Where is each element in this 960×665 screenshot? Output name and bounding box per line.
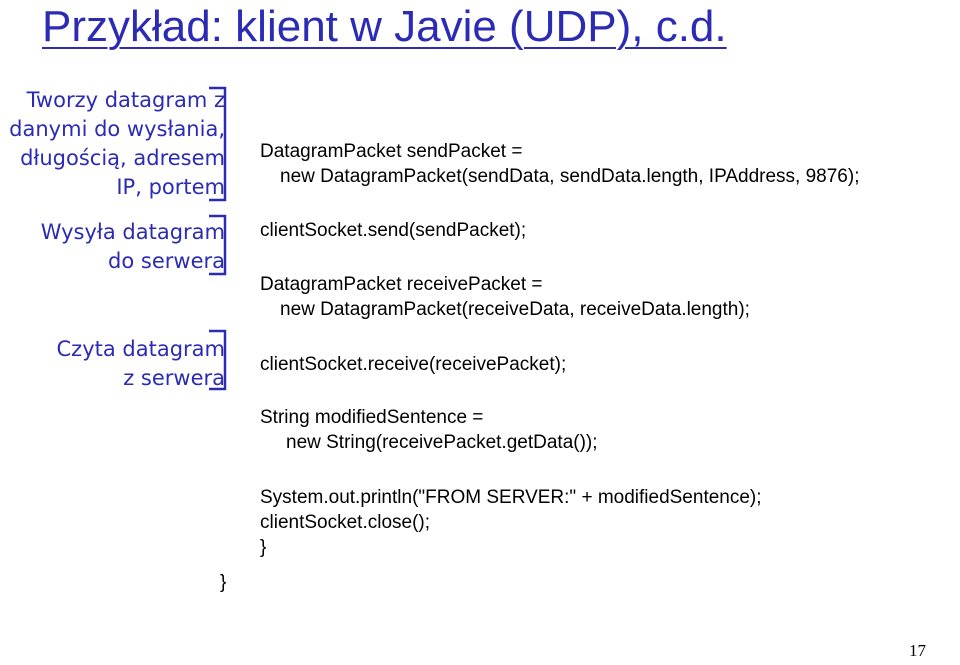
code-line: clientSocket.send(sendPacket); <box>260 220 527 241</box>
annotation-line: IP, portem <box>116 175 225 199</box>
code-block-modified-sentence: String modifiedSentence = new String(rec… <box>260 405 598 455</box>
slide-title: Przykład: klient w Javie (UDP), c.d. <box>42 2 727 51</box>
bracket-read-datagram <box>209 329 227 391</box>
annotation-read-datagram: Czyta datagram z serwera <box>0 335 225 393</box>
annotation-line: danymi do wysłania, <box>9 117 225 141</box>
page-number: 17 <box>909 641 926 660</box>
code-block-send-packet: DatagramPacket sendPacket = new Datagram… <box>260 139 859 189</box>
code-line: clientSocket.receive(receivePacket); <box>260 354 567 375</box>
code-line: DatagramPacket receivePacket = <box>260 274 543 295</box>
code-line: System.out.println("FROM SERVER:" + modi… <box>260 487 762 508</box>
annotation-line: Tworzy datagram z <box>26 88 225 112</box>
code-line: String modifiedSentence = <box>260 407 484 428</box>
annotation-create-datagram: Tworzy datagram z danymi do wysłania, dł… <box>0 86 225 202</box>
annotation-line: Wysyła datagram <box>40 220 225 244</box>
code-block-receive-packet: DatagramPacket receivePacket = new Datag… <box>260 272 750 322</box>
annotation-line: do serwera <box>108 249 225 273</box>
annotation-send-datagram: Wysyła datagram do serwera <box>0 218 225 276</box>
code-block-receive-call: clientSocket.receive(receivePacket); <box>260 352 566 377</box>
code-line: } <box>260 537 267 558</box>
code-line: new String(receivePacket.getData()); <box>286 432 598 453</box>
annotation-line: długością, adresem <box>20 146 225 170</box>
outer-closing-brace: } <box>220 572 227 593</box>
code-block-print-close: System.out.println("FROM SERVER:" + modi… <box>260 485 762 560</box>
code-line: new DatagramPacket(receiveData, receiveD… <box>280 299 750 320</box>
code-line: DatagramPacket sendPacket = <box>260 141 523 162</box>
bracket-send-datagram <box>209 214 227 276</box>
bracket-create-datagram <box>209 86 227 202</box>
annotation-line: z serwera <box>123 366 225 390</box>
code-line: clientSocket.close(); <box>260 512 431 533</box>
code-line: new DatagramPacket(sendData, sendData.le… <box>280 166 860 187</box>
code-block-send-call: clientSocket.send(sendPacket); <box>260 218 526 243</box>
annotation-line: Czyta datagram <box>56 337 225 361</box>
